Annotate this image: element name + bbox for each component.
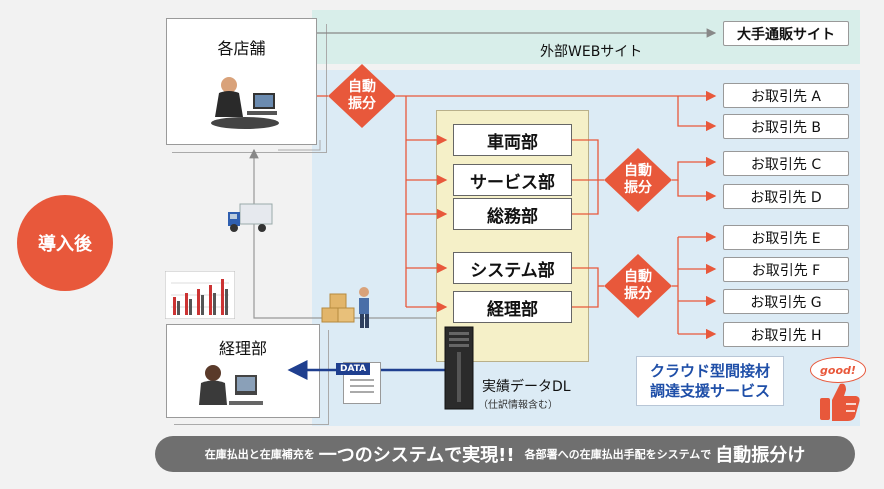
dept-systems: システム部 <box>453 252 572 284</box>
partner-h: お取引先 H <box>723 322 849 347</box>
partner-d: お取引先 D <box>723 184 849 209</box>
intro-badge-label: 導入後 <box>38 234 92 255</box>
good-badge: good! <box>820 363 856 377</box>
banner-part1: 在庫払出と在庫補充を <box>204 448 315 461</box>
boxes-worker-icon <box>321 287 369 328</box>
service-name-line1: クラウド型間接材 <box>649 362 770 380</box>
stores-title: 各店舗 <box>217 39 266 58</box>
data-badge: DATA <box>336 363 371 375</box>
service-name-line2: 調達支援サービス <box>649 382 770 400</box>
thumbs-up-icon <box>820 383 860 421</box>
data-download-title: 実績データDL <box>482 379 571 395</box>
delivery-truck-icon <box>228 203 273 232</box>
person-at-desk-icon <box>211 77 279 129</box>
auto-sort-label-2: 自動振分 <box>624 163 652 196</box>
accounting-title: 経理部 <box>218 339 267 358</box>
banner-part2: 各部署への在庫払出手配をシステムで <box>524 448 712 461</box>
good-bubble: good! <box>810 357 866 383</box>
auto-sort-diamond-3 <box>604 254 672 318</box>
big-ec-site-box: 大手通販サイト <box>723 21 849 46</box>
dept-service: サービス部 <box>453 164 572 196</box>
auto-sort-label-3: 自動振分 <box>624 269 652 302</box>
banner-highlight2: 自動振分け <box>715 445 806 466</box>
partner-e: お取引先 E <box>723 225 849 250</box>
stores-box: 各店舗 <box>166 18 317 145</box>
auto-sort-diamond-1 <box>328 64 396 128</box>
accounting-shadow <box>174 330 329 425</box>
data-document-icon: DATA <box>336 362 381 404</box>
partner-a: お取引先 A <box>723 83 849 108</box>
partner-g: お取引先 G <box>723 289 849 314</box>
partner-c: お取引先 C <box>723 151 849 176</box>
server-tower-icon <box>444 326 474 410</box>
external-web-label: 外部WEBサイト <box>540 44 643 60</box>
partner-f: お取引先 F <box>723 257 849 282</box>
summary-banner: 在庫払出と在庫補充を 一つのシステムで実現!! 各部署への在庫払出手配をシステム… <box>155 436 855 472</box>
auto-sort-diamond-2 <box>604 148 672 212</box>
banner-highlight1: 一つのシステムで実現!! <box>318 445 515 466</box>
bar-chart-icon <box>165 271 235 319</box>
data-download-note: （仕訳情報含む） <box>478 400 558 411</box>
dept-accounting: 経理部 <box>453 291 572 323</box>
dept-vehicles: 車両部 <box>453 124 572 156</box>
service-name-box: クラウド型間接材 調達支援サービス <box>636 356 784 406</box>
auto-sort-label-1: 自動振分 <box>348 79 376 112</box>
dept-general-affairs: 総務部 <box>453 198 572 230</box>
intro-badge: 導入後 <box>17 195 113 291</box>
person-at-desk-icon <box>199 365 263 405</box>
partner-b: お取引先 B <box>723 114 849 139</box>
